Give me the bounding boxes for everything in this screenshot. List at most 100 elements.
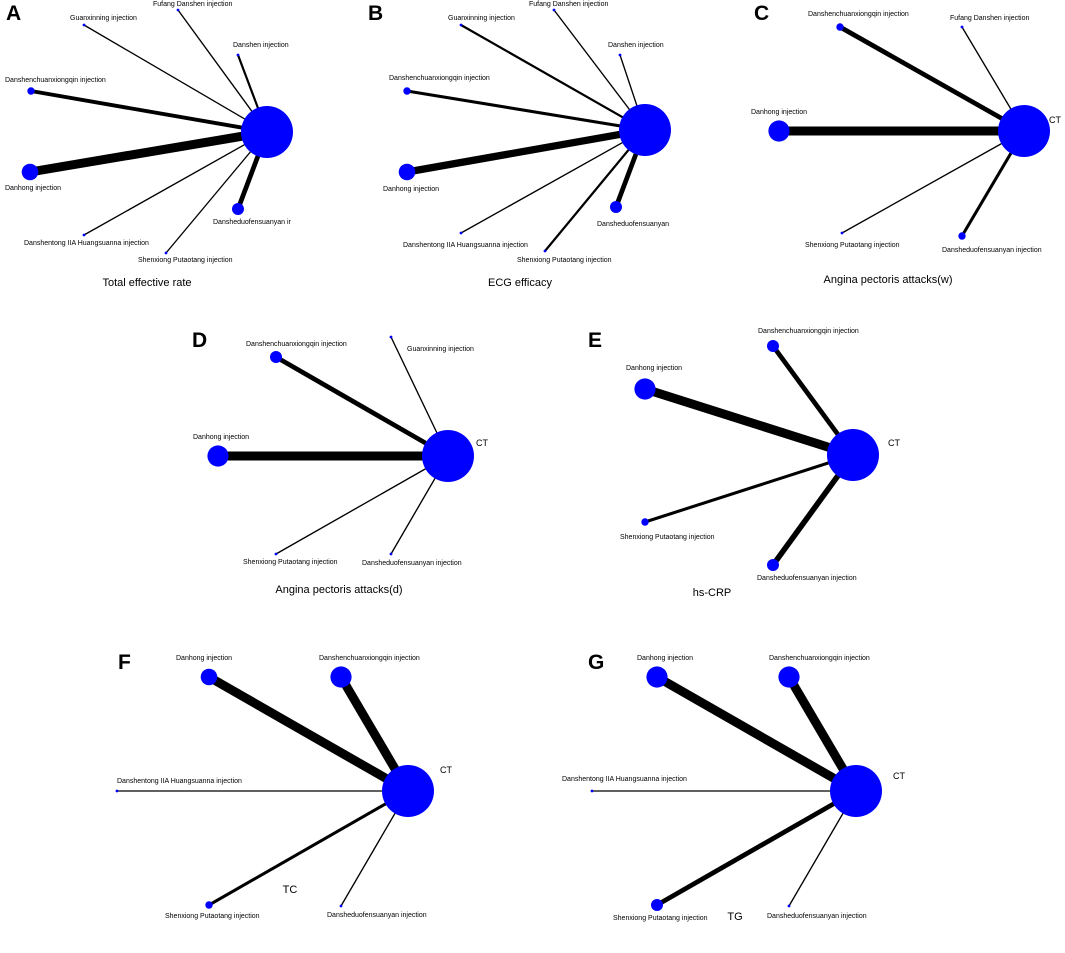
node-label: Danshenchuanxiongqin injection: [319, 655, 420, 662]
edge-shenxiong-putaotang-injection: [655, 788, 858, 908]
node-guanxinning-injection: [459, 23, 463, 27]
node-guanxinning-injection: [389, 335, 393, 339]
node-ct: [382, 765, 434, 817]
node-danhong-injection: [200, 668, 218, 686]
edge-shenxiong-putaotang-injection: [275, 455, 449, 555]
node-label: Danshenchuanxiongqin injection: [808, 11, 909, 18]
node-label: Danhong injection: [193, 434, 249, 441]
center-node-label: CT: [1049, 115, 1061, 125]
node-danhong-injection: [398, 163, 416, 181]
panel-caption: TG: [727, 911, 742, 923]
node-shenxiong-putaotang-injection: [840, 231, 844, 235]
node-label: Danshenchuanxiongqin injection: [246, 341, 347, 348]
network-panel-b: Guanxinning injection Fufang Danshen inje…: [368, 1, 671, 289]
node-label: Dansheduofensuanyan: [597, 221, 669, 228]
node-danhong-injection: [21, 163, 39, 181]
edge-danhong-injection: [654, 673, 859, 795]
node-fufang-danshen-injection: [960, 25, 964, 29]
node-danshenchuanxiongqin-injection: [767, 340, 779, 352]
edge-danshentong-iia-huangsuanna-injection: [83, 131, 268, 236]
panel-letter: A: [6, 2, 21, 25]
panel-letter: D: [192, 329, 207, 352]
node-label: Danshen injection: [608, 42, 664, 49]
node-danshenchuanxiongqin-injection: [330, 666, 352, 688]
panel-caption: Total effective rate: [102, 277, 191, 289]
node-label: Dansheduofensuanyan ir: [213, 219, 292, 226]
node-label: Danshenchuanxiongqin injection: [389, 75, 490, 82]
edge-danshentong-iia-huangsuanna-injection: [460, 129, 646, 234]
node-danshentong-iia-huangsuanna-injection: [459, 231, 463, 235]
node-danshen-injection: [618, 53, 622, 57]
node-dansheduofensuanyan-injection: [339, 904, 343, 908]
node-label: Guanxinning injection: [407, 346, 474, 353]
center-node-label: CT: [893, 771, 905, 781]
node-dansheduofensuanyan-injection: [767, 559, 779, 571]
node-danhong-injection: [646, 666, 668, 688]
node-label: Shenxiong Putaotang injection: [805, 242, 900, 249]
node-ct: [619, 104, 671, 156]
node-danshenchuanxiongqin-injection: [403, 87, 411, 95]
node-label: Danhong injection: [176, 655, 232, 662]
node-danshenchuanxiongqin-injection: [778, 666, 800, 688]
node-shenxiong-putaotang-injection: [641, 518, 649, 526]
node-fufang-danshen-injection: [552, 8, 556, 12]
node-label: Shenxiong Putaotang injection: [243, 559, 338, 566]
edge-shenxiong-putaotang-injection: [165, 131, 268, 254]
node-shenxiong-putaotang-injection: [205, 901, 213, 909]
node-shenxiong-putaotang-injection: [651, 899, 663, 911]
node-label: Shenxiong Putaotang injection: [517, 257, 612, 264]
center-node-label: CT: [440, 765, 452, 775]
edge-shenxiong-putaotang-injection: [544, 129, 646, 252]
node-label: Danhong injection: [383, 186, 439, 193]
node-danshentong-iia-huangsuanna-injection: [590, 789, 594, 793]
panel-letter: C: [754, 2, 769, 25]
node-danhong-injection: [207, 445, 229, 467]
node-label: Shenxiong Putaotang injection: [620, 534, 715, 541]
edge-danshenchuanxiongqin-injection: [838, 24, 1026, 134]
node-dansheduofensuanyan-ir: [232, 203, 244, 215]
node-shenxiong-putaotang-injection: [274, 552, 278, 556]
node-shenxiong-putaotang-injection: [543, 249, 547, 253]
panel-caption: ECG efficacy: [488, 277, 552, 289]
edge-danshenchuanxiongqin-injection: [30, 89, 268, 134]
node-label: Danhong injection: [751, 109, 807, 116]
node-label: Danshenchuanxiongqin injection: [758, 328, 859, 335]
node-ct: [827, 429, 879, 481]
edge-danshenchuanxiongqin-injection: [274, 354, 450, 459]
edge-shenxiong-putaotang-injection: [644, 453, 854, 524]
panel-caption: TC: [283, 884, 298, 896]
node-label: Danshenchuanxiongqin injection: [5, 77, 106, 84]
panel-caption: Angina pectoris attacks(w): [824, 274, 953, 286]
node-dansheduofensuanyan-injection: [958, 232, 966, 240]
edge-guanxinning-injection: [460, 24, 646, 131]
node-label: Fufang Danshen injection: [153, 1, 232, 8]
node-label: Shenxiong Putaotang injection: [613, 915, 708, 922]
panel-caption: Angina pectoris attacks(d): [275, 584, 402, 596]
node-dansheduofensuanyan: [610, 201, 622, 213]
node-label: Fufang Danshen injection: [529, 1, 608, 8]
node-danshenchuanxiongqin-injection: [27, 87, 35, 95]
node-label: Danshentong IIA Huangsuanna injection: [24, 240, 149, 247]
node-ct: [241, 106, 293, 158]
node-ct: [998, 105, 1050, 157]
edge-danhong-injection: [29, 127, 268, 177]
node-label: Danshen injection: [233, 42, 289, 49]
node-danshentong-iia-huangsuanna-injection: [115, 789, 119, 793]
node-label: Danhong injection: [5, 185, 61, 192]
network-panel-d: Danshenchuanxiongqin injectionGuanxinnin…: [192, 329, 488, 596]
panel-letter: B: [368, 2, 383, 25]
panel-letter: F: [118, 651, 131, 674]
node-danshenchuanxiongqin-injection: [836, 23, 844, 31]
panel-caption: hs-CRP: [693, 587, 732, 599]
node-label: Guanxinning injection: [70, 15, 137, 22]
network-panel-f: Danhong injection Danshenchuanxiongqin in…: [115, 651, 452, 920]
node-label: Guanxinning injection: [448, 15, 515, 22]
node-label: Dansheduofensuanyan injection: [327, 912, 427, 919]
node-dansheduofensuanyan-injection: [787, 904, 791, 908]
node-ct: [830, 765, 882, 817]
network-panel-a: Guanxinning injection Fufang Danshen inje…: [5, 1, 293, 289]
edge-danhong-injection: [643, 384, 855, 460]
edge-guanxinning-injection: [83, 24, 268, 133]
